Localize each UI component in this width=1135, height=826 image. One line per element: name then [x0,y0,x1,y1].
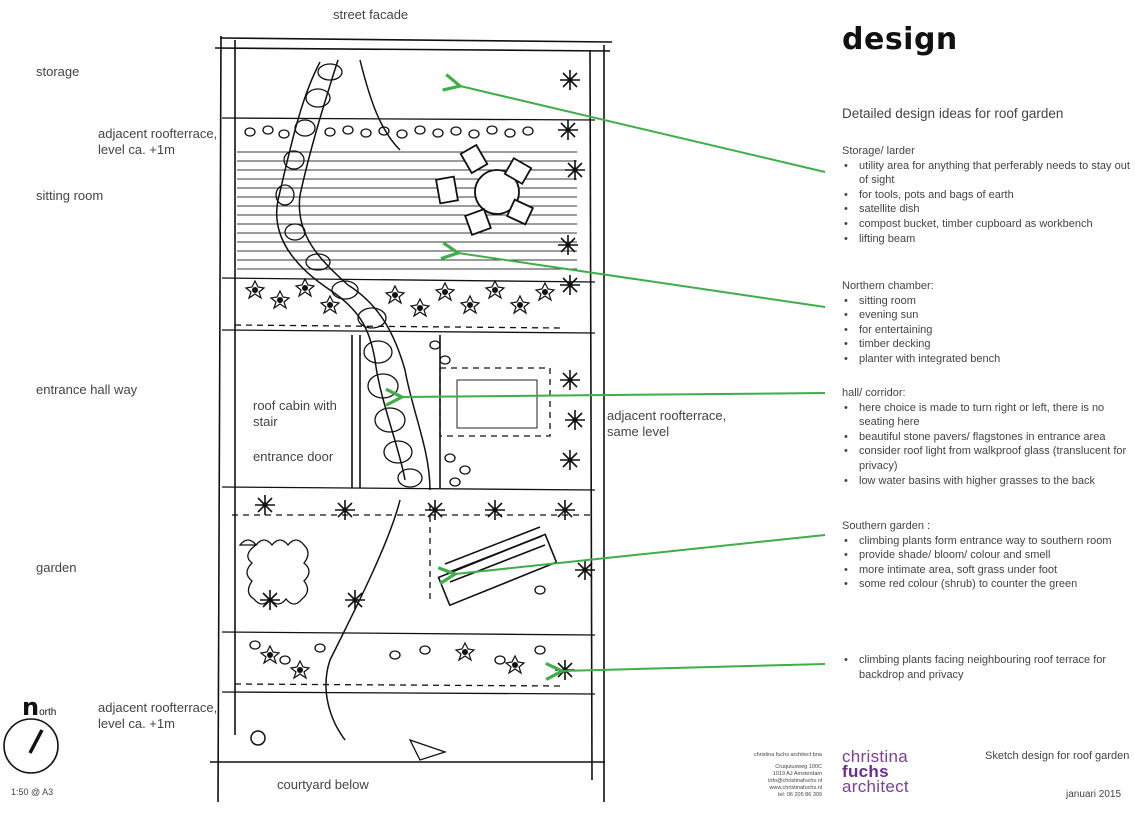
logo-line3: architect [842,777,909,796]
address-line: Cruquiusweg 100C [775,764,822,770]
sheet-title: Sketch design for roof garden [985,750,1130,762]
page-subtitle: Detailed design ideas for roof garden [842,106,1064,121]
list-item: evening sun [842,308,1132,323]
north-label: north [22,693,56,721]
logo-line1: christina [842,747,909,766]
section-heading: Southern garden : [842,520,931,532]
list-item: compost bucket, timber cupboard as workb… [842,217,1132,232]
list-item: climbing plants form entrance way to sou… [842,534,1132,549]
list-item: sitting room [842,294,1132,309]
entrance-door-label: entrance door [253,449,334,464]
sheet-date: januari 2015 [1066,789,1122,800]
list-item: climbing plants facing neighbouring roof… [842,653,1132,682]
list-item: utility area for anything that perferabl… [842,159,1132,188]
list-item: low water basins with higher grasses to … [842,474,1132,489]
address-line: info@christinafuchs.nl [768,778,822,784]
section-storage: Storage/ larder utility area for anythin… [842,144,1132,246]
list-item: here choice is made to turn right or lef… [842,401,1132,430]
courtyard-below-label: courtyard below [277,777,369,792]
section-heading: Northern chamber: [842,280,934,292]
sitting-room-label: sitting room [36,188,104,203]
section-climbing-plants: climbing plants facing neighbouring roof… [842,653,1132,682]
north-suffix: orth [39,707,57,718]
roof-cabin-label: roof cabin with stair [253,398,337,429]
list-item: planter with integrated bench [842,352,1132,367]
address-line: 1019 AJ Amsterdam [772,771,822,777]
section-heading: hall/ corridor: [842,387,906,399]
list-item: some red colour (shrub) to counter the g… [842,577,1132,592]
list-item: provide shade/ bloom/ colour and smell [842,548,1132,563]
list-item: beautiful stone pavers/ flagstones in en… [842,430,1132,445]
page-title: design [842,22,958,57]
adjacent-roofterrace-top-label: adjacent roofterrace, level ca. +1m [98,126,218,157]
list-item: for tools, pots and bags of earth [842,188,1132,203]
list-item: lifting beam [842,232,1132,247]
list-item: for entertaining [842,323,1132,338]
adjacent-roofterrace-same-label: adjacent roofterrace, same level [607,408,727,439]
address-line: tel: 06 205 86 309 [777,792,822,798]
entrance-hall-way-label: entrance hall way [36,382,138,397]
garden-label: garden [36,560,77,575]
list-item: satellite dish [842,202,1132,217]
north-arrow-icon [3,718,59,774]
adjacent-roofterrace-bottom-label: adjacent roofterrace, level ca. +1m [98,700,218,731]
section-heading: Storage/ larder [842,145,915,157]
section-hall-corridor: hall/ corridor: here choice is made to t… [842,386,1132,488]
office-name: christina fuchs architect bna [753,752,822,758]
list-item: timber decking [842,337,1132,352]
storage-label: storage [36,64,80,79]
company-logo: christina fuchs architect [842,747,909,796]
list-item: consider roof light from walkproof glass… [842,444,1132,473]
north-letter: n [22,693,40,721]
office-address: christina fuchs architect bna Cruquiuswe… [720,752,822,799]
address-line: www.christinafuchs.nl [769,785,822,791]
street-facade-label: street facade [333,7,409,22]
section-northern-chamber: Northern chamber: sitting room evening s… [842,279,1132,367]
list-item: more intimate area, soft grass under foo… [842,563,1132,578]
scale-label: 1:50 @ A3 [11,787,54,797]
section-southern-garden: Southern garden : climbing plants form e… [842,519,1132,592]
logo-line2: fuchs [842,762,889,781]
